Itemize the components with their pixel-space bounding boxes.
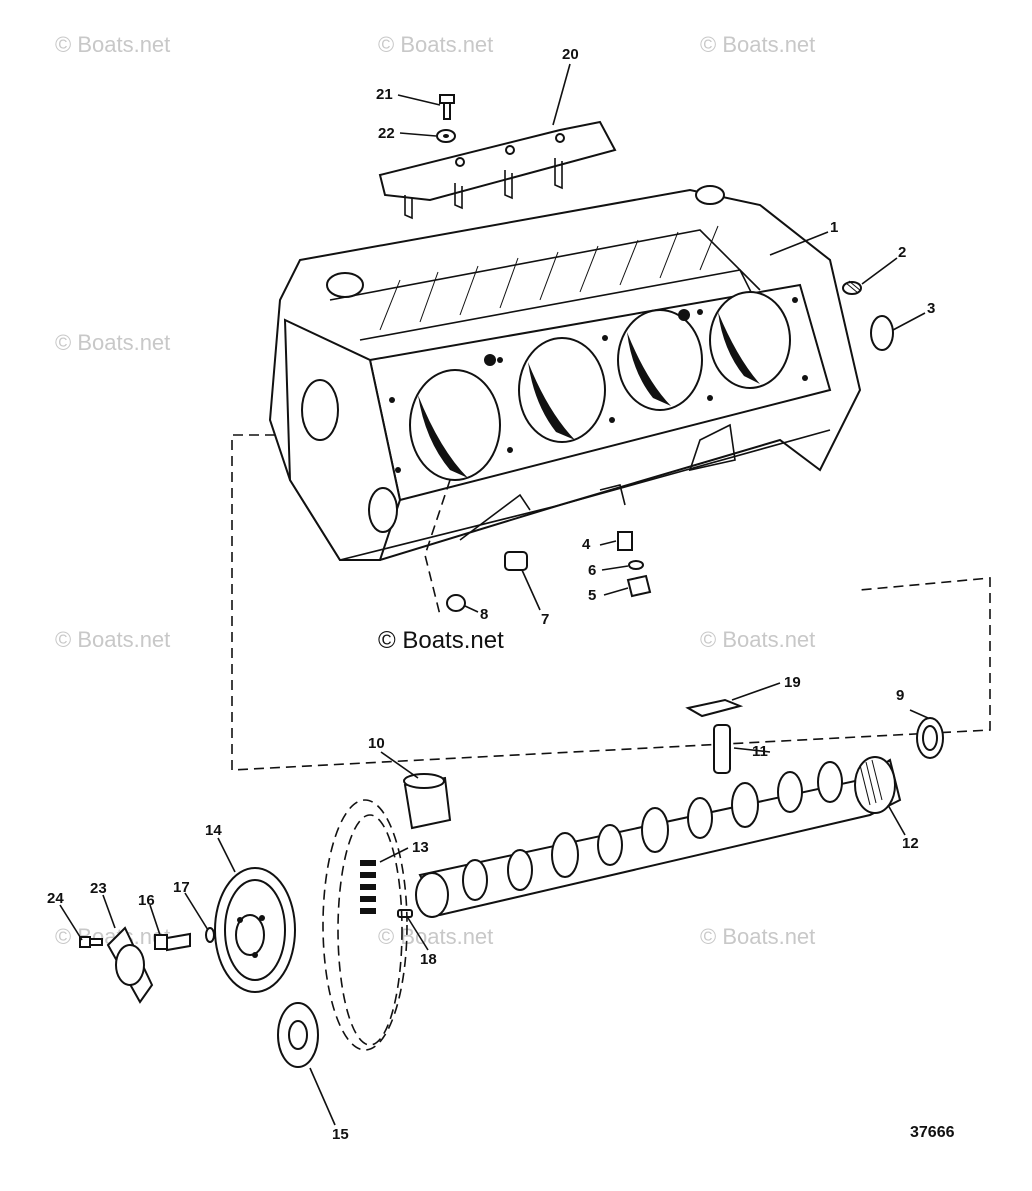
callout-23: 23: [90, 880, 107, 897]
valley-cover-part: [378, 120, 617, 220]
callout-20: 20: [562, 46, 579, 63]
timing-chain-part: [322, 799, 408, 1051]
callout-21: 21: [376, 86, 393, 103]
camshaft-part: [415, 756, 902, 918]
key-part: [397, 909, 413, 918]
oring-part: [628, 560, 644, 570]
sender-part: [626, 574, 652, 598]
plug-part: [842, 280, 862, 295]
callout-19: 19: [784, 674, 801, 691]
watermark: © Boats.net: [700, 924, 815, 949]
callout-9: 9: [896, 687, 904, 704]
callout-10: 10: [368, 735, 385, 752]
cam-bearing-part: [403, 773, 452, 830]
watermark: © Boats.net: [378, 924, 493, 949]
engine-block: [268, 185, 862, 561]
dashed-connector-lines: [231, 434, 991, 771]
callout-22: 22: [378, 125, 395, 142]
watermark: © Boats.net: [55, 32, 170, 57]
callout-5: 5: [588, 587, 596, 604]
screw-part: [79, 936, 103, 948]
leader-lines: [59, 63, 929, 1126]
lifter-part: [713, 724, 731, 774]
callout-2: 2: [898, 244, 906, 261]
fitting-part: [617, 531, 633, 551]
callout-8: 8: [480, 606, 488, 623]
watermark: © Boats.net: [55, 627, 170, 652]
callout-6: 6: [588, 562, 596, 579]
callout-17: 17: [173, 879, 190, 896]
callout-24: 24: [47, 890, 64, 907]
core-plug-part: [870, 315, 894, 351]
callout-7: 7: [541, 611, 549, 628]
crank-sprocket-part: [277, 1002, 319, 1068]
dowel-part: [504, 551, 528, 571]
cam-sprocket-part: [214, 867, 296, 993]
diagram-reference-number: 37666: [910, 1124, 955, 1141]
callout-3: 3: [927, 300, 935, 317]
callout-18: 18: [420, 951, 437, 968]
callout-1: 1: [830, 219, 838, 236]
sprocket-bolt-part: [154, 932, 191, 952]
washer-part: [436, 129, 456, 143]
callout-12: 12: [902, 835, 919, 852]
lifter-retainer-part: [685, 698, 744, 718]
cam-bearing-part: [916, 717, 944, 759]
watermark: © Boats.net: [700, 32, 815, 57]
watermark: © Boats.net: [378, 32, 493, 57]
small-plug-part: [446, 594, 466, 612]
callout-labels: 1 2 3 4 5 6 7 8 9 10 11 12 13 14 15 16 1…: [47, 46, 935, 1143]
callout-15: 15: [332, 1126, 349, 1143]
bolt-part: [439, 94, 455, 120]
watermark-main: © Boats.net: [378, 627, 504, 654]
callout-14: 14: [205, 822, 222, 839]
callout-11: 11: [752, 743, 768, 760]
callout-4: 4: [582, 536, 591, 553]
callout-16: 16: [138, 892, 155, 909]
watermark: © Boats.net: [700, 627, 815, 652]
callout-13: 13: [412, 839, 429, 856]
thrust-plate-part: [106, 926, 154, 1004]
sprocket-washer-part: [205, 927, 215, 943]
watermark: © Boats.net: [55, 330, 170, 355]
